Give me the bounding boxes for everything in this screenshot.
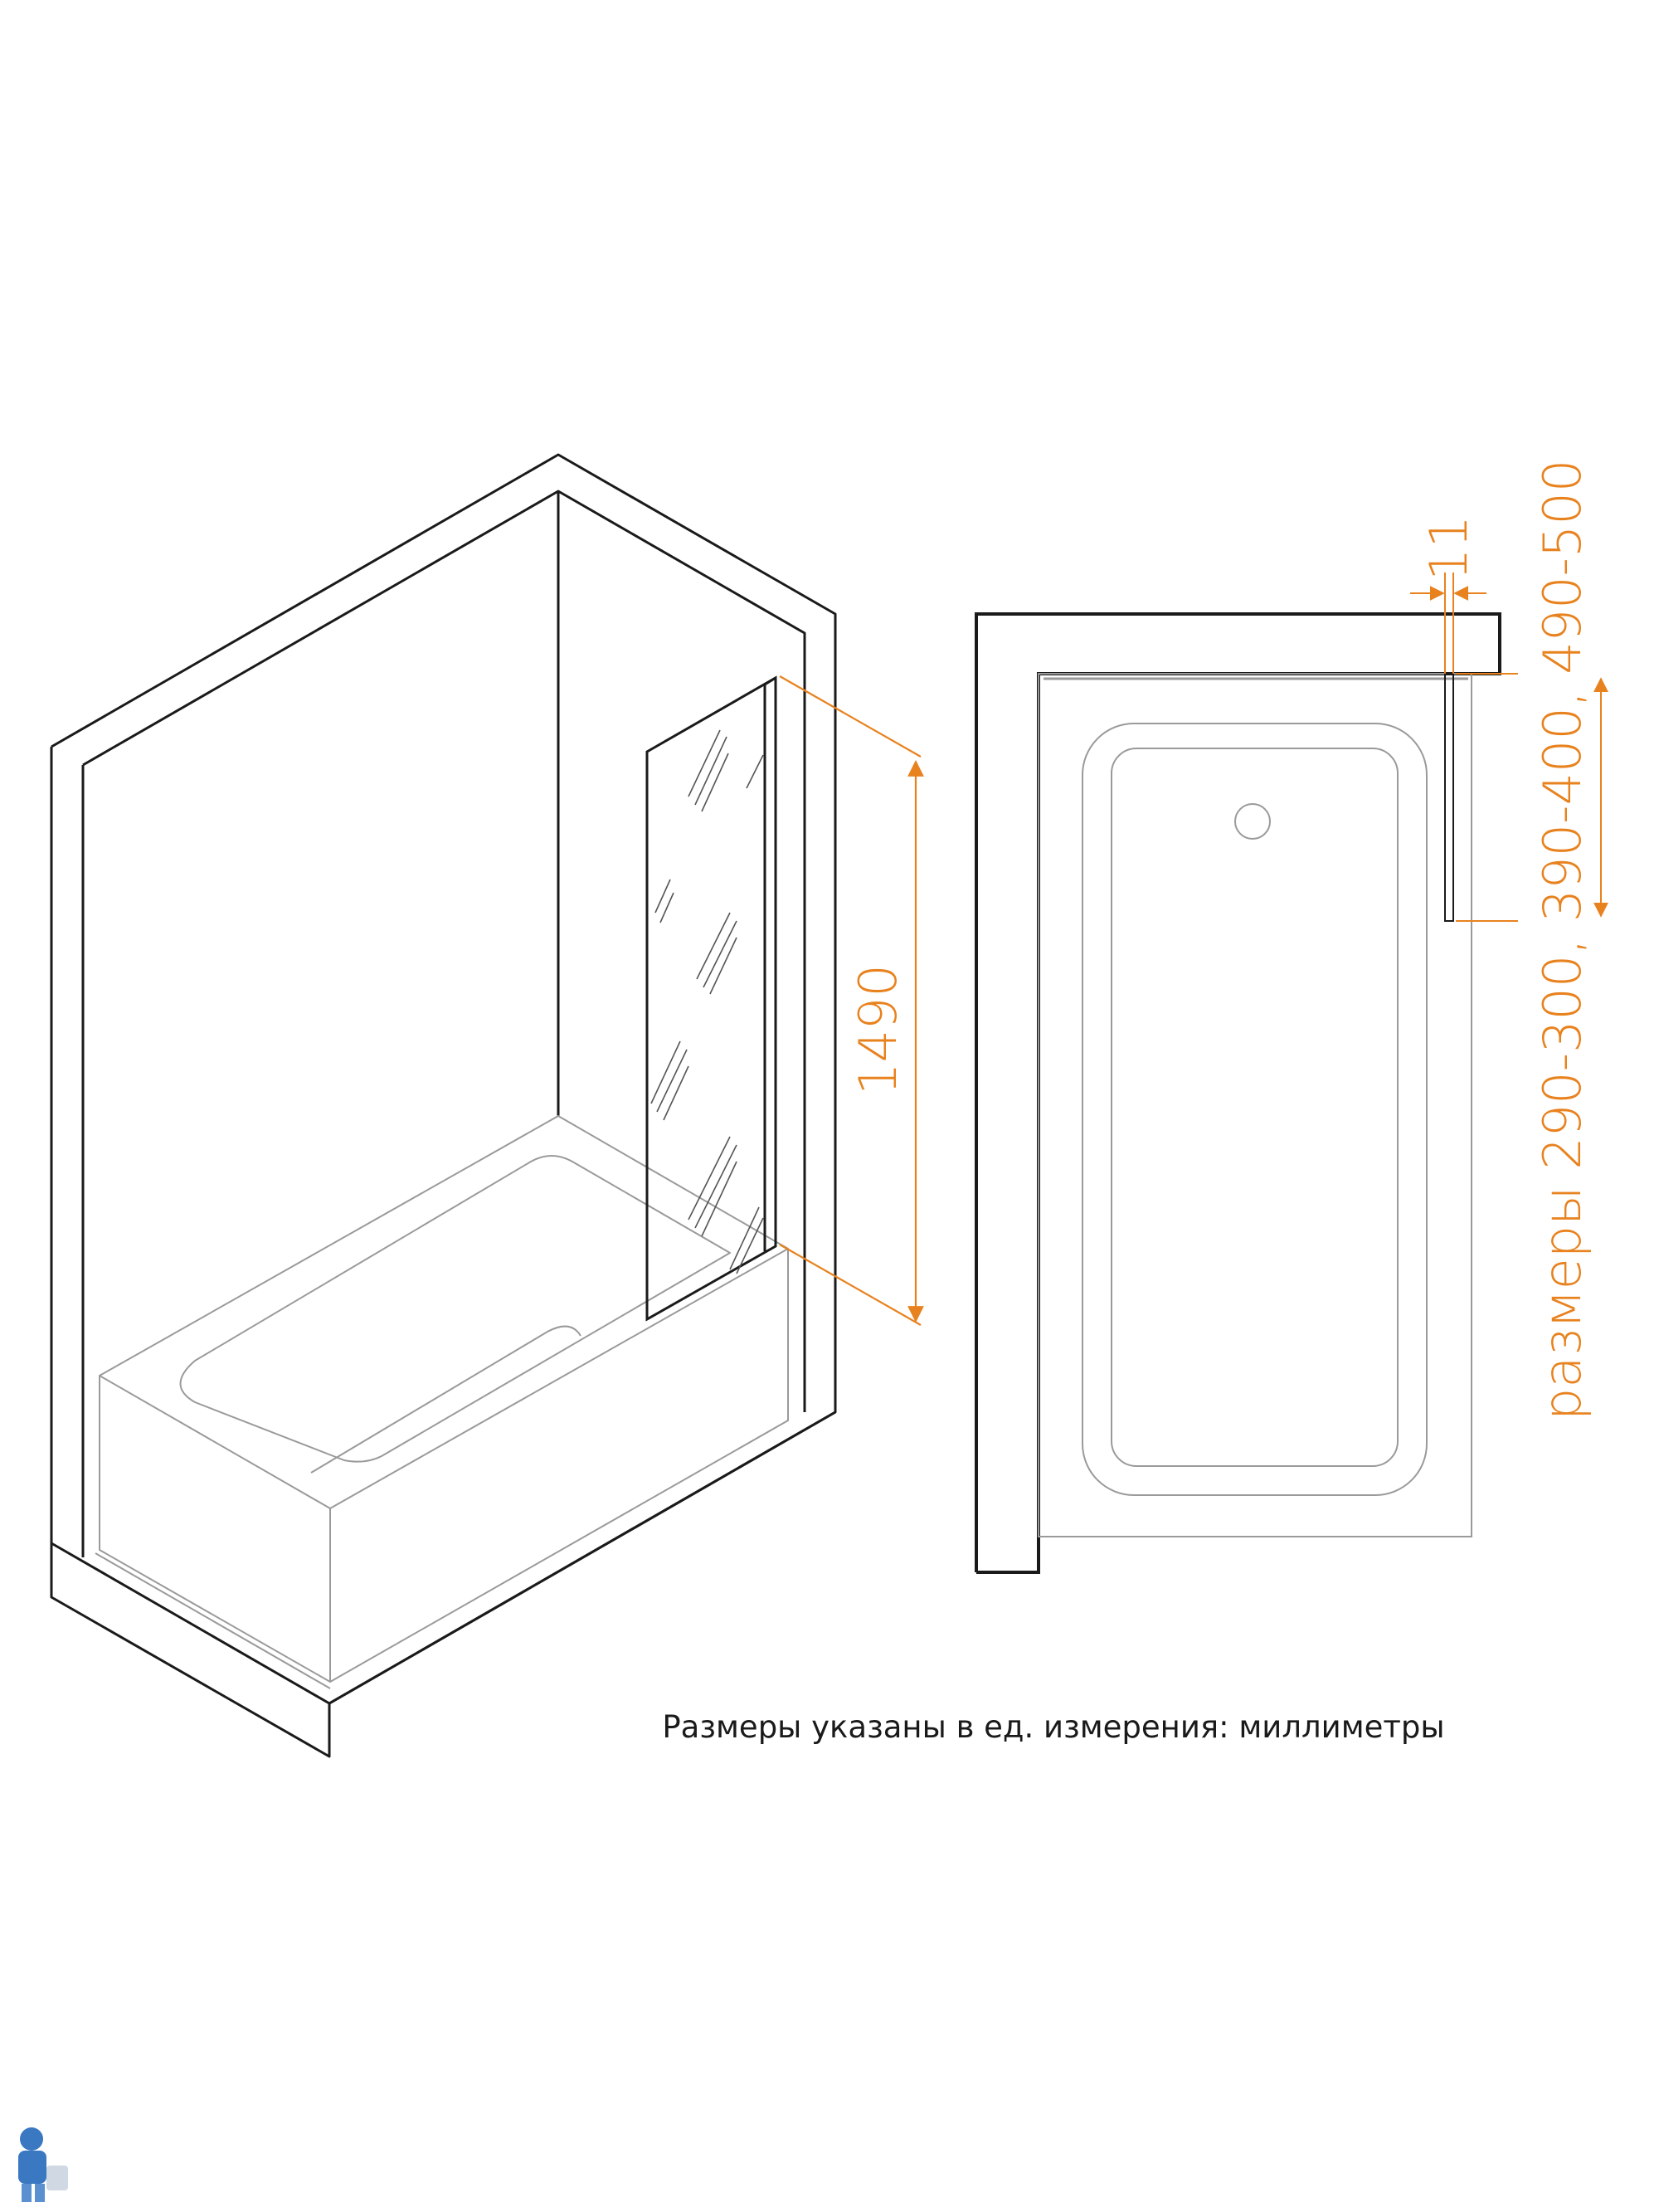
isometric-view (50, 453, 837, 1758)
bathtub-rim (1082, 723, 1428, 1496)
glass-panel-frame (645, 675, 777, 1322)
top-view-glass (1044, 673, 1468, 922)
wall-outer-outline (50, 453, 837, 1758)
bathtub-front-side (99, 1249, 789, 1683)
drain-icon (1234, 803, 1271, 840)
glass-panel-top (1444, 673, 1454, 922)
thickness-dimension-label: 11 (1418, 515, 1479, 581)
glass-hatching (650, 729, 764, 1274)
top-view-wall-outline (975, 612, 1501, 1574)
extension-line-bottom (779, 1244, 922, 1326)
height-dimension-label: 1490 (848, 964, 908, 1095)
glass-panel-iso (645, 675, 777, 1322)
wall-inner-left (82, 490, 806, 1412)
bathtub-top-rim (99, 1115, 789, 1509)
bathtub-shadow-line (95, 1552, 331, 1689)
top-view-bathtub (1038, 673, 1472, 1537)
glass-panel-hinge (764, 676, 776, 686)
bathtub-outer (1038, 673, 1472, 1537)
extension-line-top (779, 675, 922, 758)
plumber-mascot-icon (18, 2127, 68, 2202)
units-caption: Размеры указаны в ед. измерения: миллиме… (662, 1709, 1445, 1745)
bathtub-basin (179, 1155, 731, 1463)
bathtub-basin-top (1111, 748, 1399, 1467)
bathtub-basin-inner (310, 1325, 581, 1474)
bathtub-iso (95, 1115, 789, 1689)
width-options-label: размеры 290-300, 390-400, 490-500 (1532, 460, 1593, 1420)
dimension-thickness (1410, 572, 1486, 674)
top-view-wall (975, 612, 1501, 1574)
dimension-height (779, 675, 924, 1326)
dimension-width (1456, 673, 1608, 922)
floor-base-edge (51, 1411, 836, 1705)
